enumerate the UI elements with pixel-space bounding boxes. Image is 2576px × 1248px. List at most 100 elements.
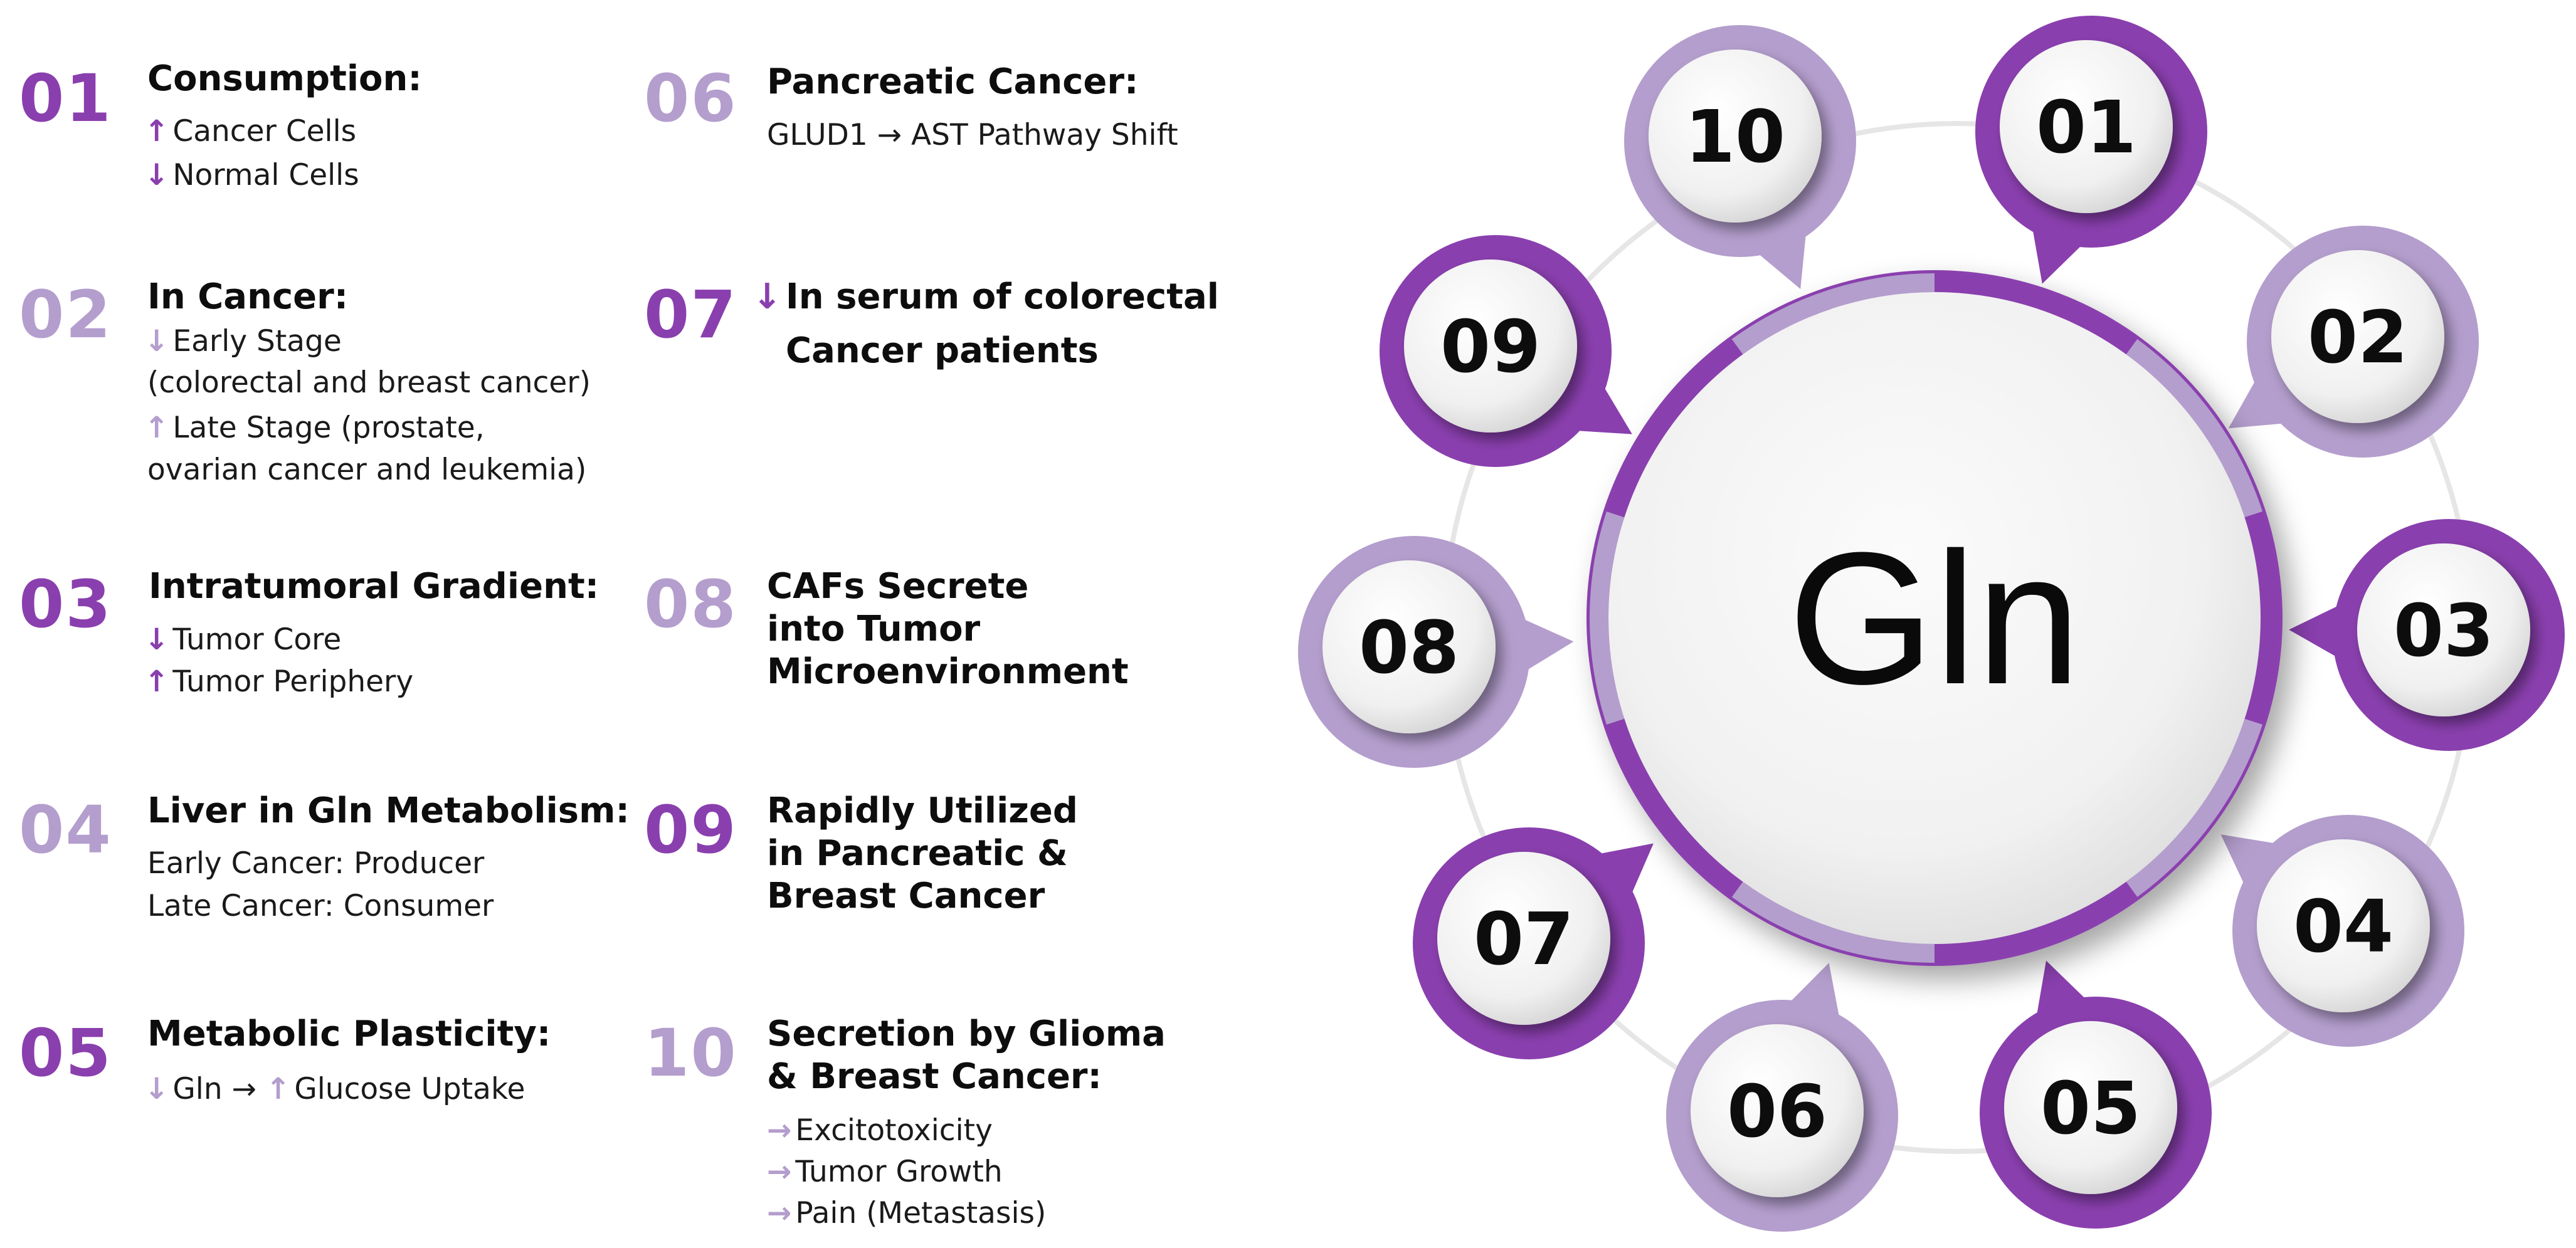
hub-ring-segment [1606, 718, 1743, 897]
node-number: 08 [1359, 606, 1459, 690]
item-title: Intratumoral Gradient: [149, 566, 599, 607]
hub-ring-segment [2126, 339, 2263, 518]
arrow-down-icon: ↓ [144, 1072, 169, 1106]
arrow-up-icon: ↑ [144, 664, 169, 699]
node-number: 07 [1474, 898, 1574, 982]
diagram-node-05: 05 [1980, 960, 2212, 1229]
item-line-text: Tumor Growth [795, 1155, 1003, 1189]
item-line: ↓Gln → ↑Glucose Uptake [144, 1072, 525, 1107]
node-disc [2004, 1021, 2177, 1194]
item-number: 10 [644, 1015, 737, 1091]
node-number: 03 [2394, 589, 2494, 673]
node-disc [2357, 543, 2530, 716]
item-title-line3: Microenvironment [767, 651, 1129, 692]
node-number: 05 [2040, 1067, 2141, 1151]
item-line: →Excitotoxicity [767, 1113, 993, 1148]
diagram-node-03: 03 [2289, 519, 2565, 751]
diagram-node-02: 02 [2228, 226, 2479, 458]
item-line-text: Tumor Periphery [172, 664, 414, 699]
node-number: 06 [1727, 1070, 1827, 1154]
item-line: ↑Tumor Periphery [144, 664, 413, 700]
item-line: (colorectal and breast cancer) [147, 365, 591, 400]
item-line: ↓Normal Cells [144, 158, 359, 193]
node-disc [1691, 1024, 1864, 1197]
item-line-text: Excitotoxicity [795, 1113, 993, 1148]
hub-ring-segment [1935, 273, 2138, 355]
item-line-text: Gln → [172, 1072, 266, 1106]
node-number: 10 [1685, 95, 1785, 179]
item-line: Early Cancer: Producer [147, 846, 485, 881]
item-number: 08 [644, 566, 737, 642]
node-disc [1322, 560, 1496, 733]
node-disc [2257, 839, 2430, 1012]
arrow-down-icon: ↓ [144, 324, 169, 359]
item-line-text: Glucose Uptake [294, 1072, 525, 1106]
arrow-right-icon: → [767, 1155, 792, 1189]
item-title: Consumption: [147, 58, 422, 99]
arrow-down-icon: ↓ [144, 622, 169, 657]
item-line-text: Pain (Metastasis) [795, 1196, 1047, 1230]
item-line-text: Normal Cells [172, 158, 359, 192]
item-line-text: Late Stage (prostate, [172, 411, 485, 445]
hub-ring-segment [1590, 511, 1625, 725]
item-number: 01 [19, 60, 112, 137]
item-line: ↑Late Stage (prostate, [144, 411, 485, 446]
item-number: 07 [644, 276, 737, 353]
node-number: 02 [2308, 296, 2408, 380]
node-disc [2000, 40, 2173, 213]
node-disc [1404, 260, 1577, 433]
item-line-text: Early Stage [172, 324, 342, 359]
item-number: 04 [19, 792, 112, 868]
item-line: Late Cancer: Consumer [147, 889, 494, 923]
arrow-up-icon: ↑ [144, 114, 169, 149]
diagram-node-08: 08 [1298, 536, 1574, 768]
arrow-right-icon: → [767, 1196, 792, 1230]
arrow-down-icon: ↓ [144, 158, 169, 192]
hub-ring-segment [2244, 511, 2280, 725]
arrow-up-icon: ↑ [144, 411, 169, 445]
item-line: ↓Early Stage [144, 324, 342, 359]
diagram-node-09: 09 [1380, 235, 1632, 467]
hub-ring-segment [2126, 718, 2263, 897]
item-line-text: Tumor Core [172, 622, 342, 657]
item-title: Liver in Gln Metabolism: [147, 790, 630, 831]
item-number: 02 [19, 276, 112, 353]
item-title-line2: in Pancreatic & [767, 833, 1068, 874]
arrow-up-icon: ↑ [265, 1072, 291, 1106]
item-title: CAFs Secrete [767, 566, 1029, 607]
hub-ring-segment [1935, 881, 2138, 963]
node-disc [1437, 852, 1610, 1025]
diagram-node-04: 04 [2220, 815, 2464, 1047]
item-title-line2: into Tumor [767, 609, 981, 649]
hub-ring-segment [1606, 339, 1743, 518]
item-line: →Pain (Metastasis) [767, 1196, 1046, 1231]
diagram-node-06: 06 [1666, 963, 1898, 1232]
item-title: In Cancer: [147, 276, 349, 317]
center-label: Gln [1788, 513, 2081, 723]
center-hub: Gln [1586, 270, 2283, 966]
hub-ring-segment [1731, 273, 1935, 355]
node-disc [1649, 50, 1822, 223]
diagram-node-01: 01 [1975, 16, 2207, 284]
diagram-node-10: 10 [1624, 25, 1856, 290]
item-title: Rapidly Utilized [767, 790, 1078, 831]
item-number: 06 [644, 60, 737, 137]
node-number: 09 [1440, 305, 1541, 389]
item-title: ↓In serum of colorectal [752, 276, 1219, 318]
item-line: ↑Cancer Cells [144, 114, 356, 149]
item-title-line2: & Breast Cancer: [767, 1056, 1102, 1097]
item-line: GLUD1 → AST Pathway Shift [767, 118, 1178, 152]
item-line-text: Cancer Cells [172, 114, 357, 149]
item-title: Pancreatic Cancer: [767, 61, 1139, 102]
item-number: 09 [644, 792, 737, 868]
diagram-node-07: 07 [1413, 827, 1654, 1059]
arrow-down-icon: ↓ [752, 276, 782, 317]
arrow-right-icon: → [767, 1113, 792, 1148]
item-title: Metabolic Plasticity: [147, 1014, 551, 1054]
item-line: ↓Tumor Core [144, 622, 341, 658]
item-line: ovarian cancer and leukemia) [147, 453, 587, 487]
node-number: 01 [2036, 86, 2136, 170]
node-disc [2271, 250, 2444, 423]
item-number: 03 [19, 566, 112, 642]
